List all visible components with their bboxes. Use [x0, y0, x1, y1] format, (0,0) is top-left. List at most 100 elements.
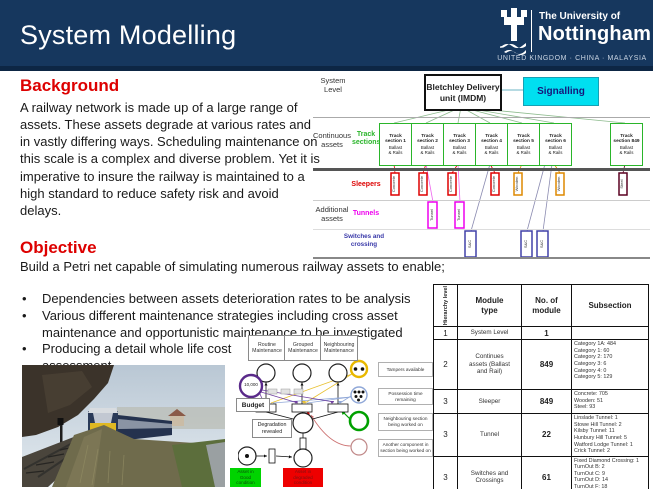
cell-count: 61	[521, 455, 572, 489]
bullet-dot: •	[22, 308, 27, 323]
svg-text:Concrete: Concrete	[448, 175, 453, 192]
legend-another-component: Another component in section being worke…	[378, 439, 433, 457]
label-sleepers: Sleepers	[351, 181, 381, 188]
divider-line	[313, 229, 650, 230]
budget-value: 10,000	[244, 382, 258, 387]
background-paragraph: A railway network is made up of a large …	[20, 100, 320, 218]
track-section-box: Track section 6 Ballast & Rails	[539, 123, 572, 166]
cell-count: 849	[521, 389, 572, 415]
cell-level: 3	[433, 455, 458, 489]
petri-column-neighbouring: Neighbouring Maintenance	[320, 335, 358, 361]
budget-label: Budget	[236, 398, 270, 412]
sleeper-box	[418, 172, 428, 196]
legend-places	[348, 359, 370, 456]
svg-text:Steel: Steel	[619, 179, 624, 188]
objective-bullet-1: • Dependencies between assets deteriorat…	[22, 291, 452, 308]
svg-text:S&C: S&C	[523, 240, 528, 248]
label-system-level: System Level	[320, 76, 346, 94]
bletchley-delivery-box: Bletchley Delivery unit (IMDM)	[424, 74, 502, 111]
header-subsection: Subsection	[571, 283, 649, 328]
svg-text:Wooden: Wooden	[514, 177, 519, 192]
cell-level: 2	[433, 339, 458, 391]
sleeper-box	[490, 172, 500, 196]
cell-type: System Level	[457, 326, 522, 341]
sleeper-box	[618, 172, 628, 196]
track-section-box: Track section 3 Ballast & Rails	[443, 123, 476, 166]
petri-column-grouped: Grouped Maintenance	[284, 335, 322, 361]
svg-text:Concrete: Concrete	[419, 175, 424, 192]
svg-text:Tunnel: Tunnel	[429, 209, 434, 221]
cell-subsection: Category 1A: 484 Category 1: 60 Category…	[571, 339, 649, 391]
logo-divider	[531, 10, 532, 52]
logo-university-of: The University of	[539, 11, 621, 22]
label-continuous-assets: Continuous assets	[313, 131, 351, 149]
svg-text:Concrete: Concrete	[491, 175, 496, 192]
legend-neighbouring: Neighbouring section being worked on	[378, 413, 433, 431]
header-hierarchy-level: Hierarchy level	[433, 284, 458, 327]
divider-line	[313, 200, 650, 201]
cell-level: 3	[433, 389, 458, 415]
track-section-box: Track section 1 Ballast & Rails	[379, 123, 412, 166]
table-row: 2 Continues assets (Ballast and Rail) 84…	[433, 339, 649, 391]
header-no-of-module: No. of module	[521, 283, 572, 328]
cell-subsection: Fixed Diamond Crossing: 1 TurnOut B: 2 T…	[571, 455, 649, 489]
bullet-text: Dependencies between assets deterioratio…	[42, 291, 411, 306]
svg-text:S&C: S&C	[467, 240, 472, 248]
legend-possession: Possession time remaining	[378, 388, 433, 405]
sleeper-mini-boxes: Concrete Concrete Concrete Concrete Wood…	[390, 172, 628, 196]
label-additional-assets: Additional assets	[315, 205, 349, 223]
cell-subsection: Linslade Tunnel: 1 Stowe Hill Tunnel: 2 …	[571, 413, 649, 457]
tunnel-box	[454, 201, 465, 229]
divider-line	[313, 257, 650, 259]
header-accent-strip	[0, 66, 653, 71]
maintenance-places	[256, 363, 348, 383]
svg-text:Wooden: Wooden	[556, 177, 561, 192]
label-switches: Switches and crossing	[343, 233, 385, 248]
sleeper-box	[555, 172, 565, 196]
arc-weight-boxes	[267, 388, 304, 395]
divider-line	[313, 168, 650, 171]
objective-heading: Objective	[20, 238, 97, 257]
svg-text:Tunnel: Tunnel	[456, 209, 461, 221]
switch-mini-boxes: S&C S&C S&C	[464, 230, 549, 258]
table-row: 3 Sleeper 849 Concrete: 705 Wooden: 51 S…	[433, 389, 649, 415]
header-module-type: Module type	[457, 283, 522, 328]
asset-state-chain	[238, 412, 314, 468]
cell-type: Tunnel	[457, 413, 522, 457]
cell-type: Switches and Crossings	[457, 455, 522, 489]
logo-tagline: UNITED KINGDOM · CHINA · MALAYSIA	[497, 55, 647, 62]
signalling-box: Signalling	[523, 77, 599, 106]
module-summary-table: Hierarchy level Module type No. of modul…	[433, 283, 649, 489]
table-row: 3 Tunnel 22 Linslade Tunnel: 1 Stowe Hil…	[433, 413, 649, 457]
cell-count: 22	[521, 413, 572, 457]
cell-level: 3	[433, 413, 458, 457]
sleeper-box	[513, 172, 523, 196]
cell-count: 1	[521, 326, 572, 341]
label-tunnels: Tunnels	[352, 210, 380, 217]
page-title: System Modelling	[20, 20, 237, 50]
petri-column-routine: Routine Maintenance	[248, 335, 286, 361]
track-section-box: Track section 849 Ballast & Rails	[610, 123, 643, 166]
slide-header: System Modelling The University of Notti…	[0, 0, 653, 66]
track-section-box: Track section 4 Ballast & Rails	[475, 123, 508, 166]
sleeper-box	[390, 172, 400, 196]
tunnel-box	[427, 201, 438, 229]
table-row: 1 System Level 1	[433, 326, 649, 341]
degradation-revealed-label: Degradation revealed	[252, 419, 292, 438]
table-header-row: Hierarchy level Module type No. of modul…	[433, 283, 649, 328]
logo-nottingham: Nottingham	[538, 23, 652, 45]
track-section-box: Track section 5 Ballast & Rails	[507, 123, 540, 166]
legend-tampers: Tampers available	[378, 362, 433, 377]
cell-type: Sleeper	[457, 389, 522, 415]
cell-subsection	[571, 326, 649, 341]
objective-bullet-2: • Various different maintenance strategi…	[22, 308, 434, 342]
track-section-box: Track section 2 Ballast & Rails	[411, 123, 444, 166]
budget-place	[238, 373, 264, 399]
background-heading: Background	[20, 76, 120, 95]
svg-text:Concrete: Concrete	[391, 175, 396, 192]
label-track-sections: Track sections	[352, 131, 381, 147]
bullet-dot: •	[22, 341, 27, 356]
bullet-dot: •	[22, 291, 27, 306]
sleeper-box	[447, 172, 457, 196]
